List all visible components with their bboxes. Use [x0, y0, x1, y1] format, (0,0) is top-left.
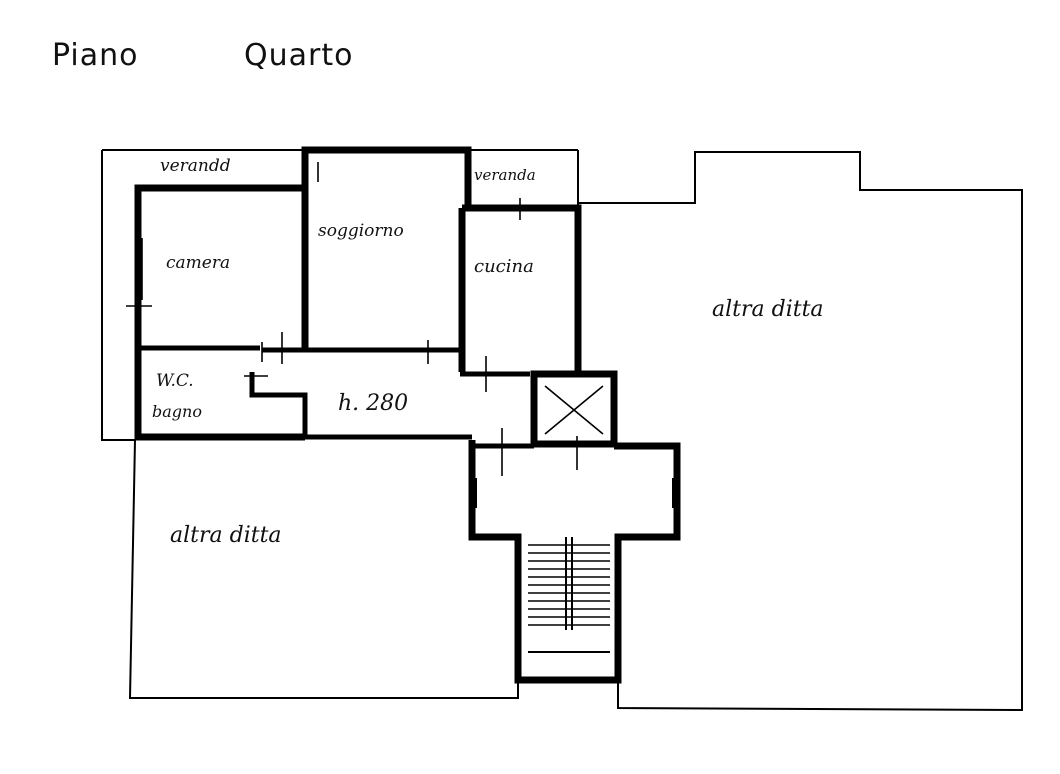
floor-title-piano: Piano: [52, 38, 139, 73]
plot-boundary: [101, 149, 1023, 712]
floor-title-quarto: Quarto: [244, 38, 354, 73]
apartment-walls: [134, 146, 681, 684]
label-cucina: cucina: [474, 256, 534, 277]
door-marks: [126, 162, 578, 476]
label-wc: W.C.: [156, 371, 194, 391]
label-veranda-left: verandd: [160, 156, 231, 176]
label-veranda-right: veranda: [474, 166, 536, 184]
label-bagno: bagno: [152, 402, 202, 421]
label-soggiorno: soggiorno: [318, 221, 404, 241]
label-height: h. 280: [338, 391, 408, 416]
label-camera: camera: [166, 253, 230, 273]
label-altra-ditta-left: altra ditta: [170, 523, 282, 548]
staircase: [528, 537, 610, 653]
label-altra-ditta-right: altra ditta: [712, 297, 824, 322]
